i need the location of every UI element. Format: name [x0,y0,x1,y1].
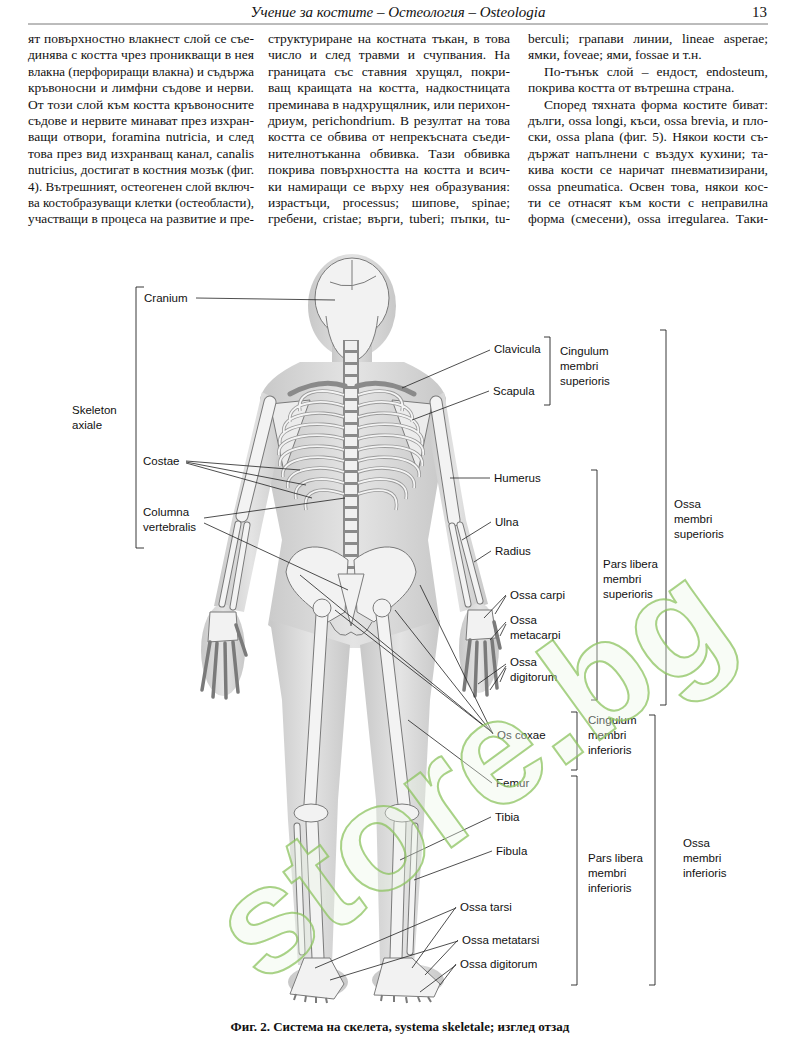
body-text-line: израстъци, processus; шипове, spinae; [268,195,510,211]
part-label: Columna vertebralis [143,505,196,535]
part-label: Clavicula [494,342,541,357]
body-text-line: От този слой към костта кръвоносните [28,97,254,113]
skull-suture [330,260,376,290]
body-text-line: покрива повърхността на костта и всич- [268,162,510,178]
part-label: Ossa metatarsi [462,933,539,948]
body-text-line: костта се обвива от непрекъсната съеди- [268,129,510,145]
page-number: 13 [752,3,767,21]
body-text-line: Според тяхната форма костите биват: [528,97,768,113]
figure-caption: Фиг. 2. Система на скелета, systema skel… [231,1019,570,1035]
body-text-line: ски, ossa plana (фиг. 5). Някои кости съ… [528,129,768,145]
femur-head [313,599,331,617]
body-text-line: нителнотъканна обвивка. Тази обвивка [268,146,510,162]
body-text-line: ossa pneumatica. Освен това, някои кос- [528,179,768,195]
body-text-line: ки намиращи се върху нея образувания: [268,179,510,195]
part-label: Ossa tarsi [460,900,512,915]
femur-head [373,599,391,617]
part-label: Ossa membri superioris [674,497,724,542]
body-text-line: покрива костта от вътрешна страна. [528,80,768,96]
part-label: Ossa membri inferioris [683,836,726,881]
body-text-line: границата със ставния хрущял, покри- [268,64,510,80]
body-text-line: преминава в надхрущялник, или перихон- [268,97,510,113]
part-label: Ossa digitorum [460,957,537,972]
body-text-line: участващи в процеса на развитие и пре- [28,211,254,227]
body-text-line: кръвоносни и лимфни съдове и нерви. [28,80,254,96]
carpal-bones [208,610,496,642]
part-label: Costae [143,454,179,469]
part-label: Scapula [493,384,535,399]
body-text-line: ва костобразуващи клетки (остеобласти), [28,195,254,211]
body-text-line: 4). Вътрешният, остеогенен слой включ- [28,179,254,195]
body-text-line: ят повърхностно влакнест слой се съе- [28,31,254,47]
body-text-line: ващ краищата на костта, надкостницата [268,80,510,96]
body-text-line: ти се отнасят към кости с неправилна [528,195,768,211]
part-label: Skeleton axiale [72,403,117,433]
body-text-line: По-тънък слой – ендост, endosteum, [528,64,768,80]
clavicle [290,383,414,394]
ribs [279,391,423,510]
toe-bones [294,994,431,1003]
body-text-line: nutricius, достигат в костния мозък (фиг… [28,162,254,178]
body-text-line: това през вид изхранващ канал, canalis [28,146,254,162]
part-label: Humerus [494,471,541,486]
part-label: Ulna [495,515,519,530]
ribs-outline [279,391,423,510]
sacrum [338,574,364,626]
part-label: Ossa carpi [510,588,565,603]
body-text-line: кива кости се наричат пневматизирани, [528,162,768,178]
part-label: Pars libera membri inferioris [588,851,650,896]
part-label: Cingulum membri superioris [560,344,610,389]
body-text-line: гребени, cristae; върги, tuberi; пъпки, … [268,211,510,227]
header-rule [28,24,768,25]
body-text-line: дълги, ossa longi, къси, ossa brevia, и … [528,113,768,129]
body-text-line: дриум, perichondrium. В резултат на това [268,113,510,129]
body-text-line: структуриране на костната тъкан, в това [268,31,510,47]
part-label: Cranium [144,291,187,306]
body-text-line: динява с костта чрез проникващи в нея [28,47,254,63]
running-header: Учение за костите – Остеология – Osteolo… [250,3,545,21]
part-label: Radius [495,544,531,559]
body-text-line: съдове и нервите минават през изхран- [28,113,254,129]
body-text-line: държат напълнени с въздух кухини; та- [528,146,768,162]
body-text-line: влакна (перфориращи влакна) и съдържа [28,64,254,80]
body-text-line: форма (смесени), ossa irregularea. Таки- [528,211,768,227]
body-text-line: ямки, foveae; ями, fossae и т.н. [528,47,768,63]
body-text-line: число и след травми и счупвания. На [268,47,510,63]
body-text-line: berculi; грапави линии, lineae asperae; [528,31,768,47]
body-text-line: ващи отвори, foramina nutricia, и след [28,129,254,145]
